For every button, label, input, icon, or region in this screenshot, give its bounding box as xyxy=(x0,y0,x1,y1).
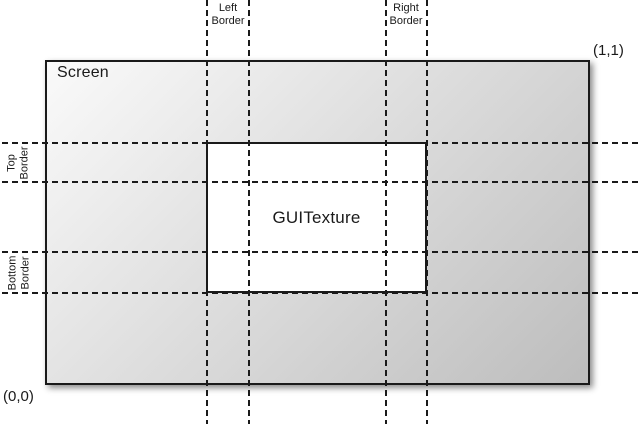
left-border-inner-line xyxy=(248,0,250,424)
guitexture-label: GUITexture xyxy=(272,207,361,227)
right-border-label: Right Border xyxy=(384,2,428,28)
coord-label-top-right: (1,1) xyxy=(593,42,624,59)
top-border-label-line1: Top xyxy=(6,153,19,172)
bottom-border-label-line1: Bottom xyxy=(6,255,19,290)
top-border-outer-line xyxy=(2,142,638,144)
bottom-border-inner-line xyxy=(2,251,638,253)
bottom-border-outer-line xyxy=(2,292,638,294)
left-border-label-line1: Left xyxy=(218,2,238,14)
left-border-label-line2: Border xyxy=(211,14,245,27)
top-border-label-line2: Border xyxy=(19,145,31,180)
bottom-border-label: Bottom Border xyxy=(0,251,38,294)
left-border-label: Left Border xyxy=(206,2,250,28)
right-border-label-line1: Right xyxy=(393,2,419,14)
right-border-inner-line xyxy=(385,0,387,424)
screen-label: Screen xyxy=(57,64,109,81)
left-border-outer-line xyxy=(206,0,208,424)
right-border-label-line2: Border xyxy=(389,14,423,27)
guitexture-rect: GUITexture xyxy=(206,142,427,293)
top-border-inner-line xyxy=(2,181,638,183)
coord-label-bottom-left: (0,0) xyxy=(3,388,34,405)
top-border-label: Top Border xyxy=(0,142,38,183)
bottom-border-label-line2: Border xyxy=(18,255,31,290)
right-border-outer-line xyxy=(426,0,428,424)
